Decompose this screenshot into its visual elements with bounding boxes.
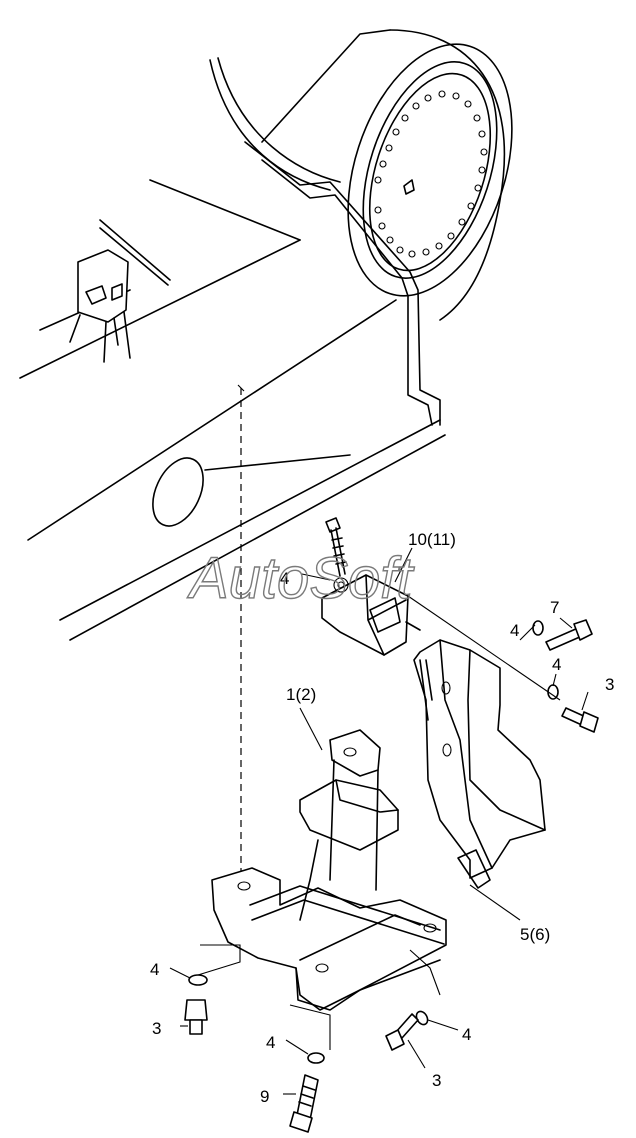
washer-4-right-a: [532, 620, 544, 636]
leader-lines: [169, 547, 589, 1095]
upper-bolt: [325, 517, 347, 577]
callout-10-11: 10(11): [408, 530, 456, 549]
callout-5-6: 5(6): [520, 925, 550, 944]
callout-4-right-b: 4: [552, 655, 561, 674]
callout-1-2: 1(2): [286, 685, 316, 704]
callout-4-left: 4: [150, 960, 159, 979]
bolt-3-lower-right: [385, 1013, 419, 1051]
callout-labels: 10(11) 4 7 4 4 3 1(2) 5(6) 4 3 4 9 4 3: [150, 530, 614, 1106]
callout-7: 7: [550, 598, 559, 617]
callout-4-top: 4: [280, 569, 289, 588]
callout-4-bottom: 4: [266, 1033, 275, 1052]
bolt-3-right: [561, 707, 599, 733]
bumper-mount: [321, 574, 421, 656]
access-hole: [152, 457, 204, 527]
callout-3-left: 3: [152, 1019, 161, 1038]
track-frame: [19, 179, 446, 641]
bolt-3-left: [184, 999, 208, 1035]
bolt-9: [289, 1074, 319, 1133]
callout-4-lower-right: 4: [462, 1025, 471, 1044]
sprocket-drum: [209, 29, 513, 321]
callout-3-lower-right: 3: [432, 1071, 441, 1090]
washer-4-right-b: [547, 684, 559, 700]
bolt-7: [545, 619, 593, 651]
washer-4-bottom: [307, 1052, 325, 1064]
callout-4-right-a: 4: [510, 621, 519, 640]
cradle-frame: [211, 729, 447, 1011]
watermark: AutoSoft: [187, 546, 415, 611]
bolt-holes: [374, 90, 488, 258]
washer-4-left: [188, 974, 208, 986]
callout-9: 9: [260, 1087, 269, 1106]
cover-strip: [244, 141, 441, 426]
callout-3-right: 3: [605, 675, 614, 694]
side-bracket: [413, 639, 546, 889]
frame-bracket: [69, 249, 131, 363]
